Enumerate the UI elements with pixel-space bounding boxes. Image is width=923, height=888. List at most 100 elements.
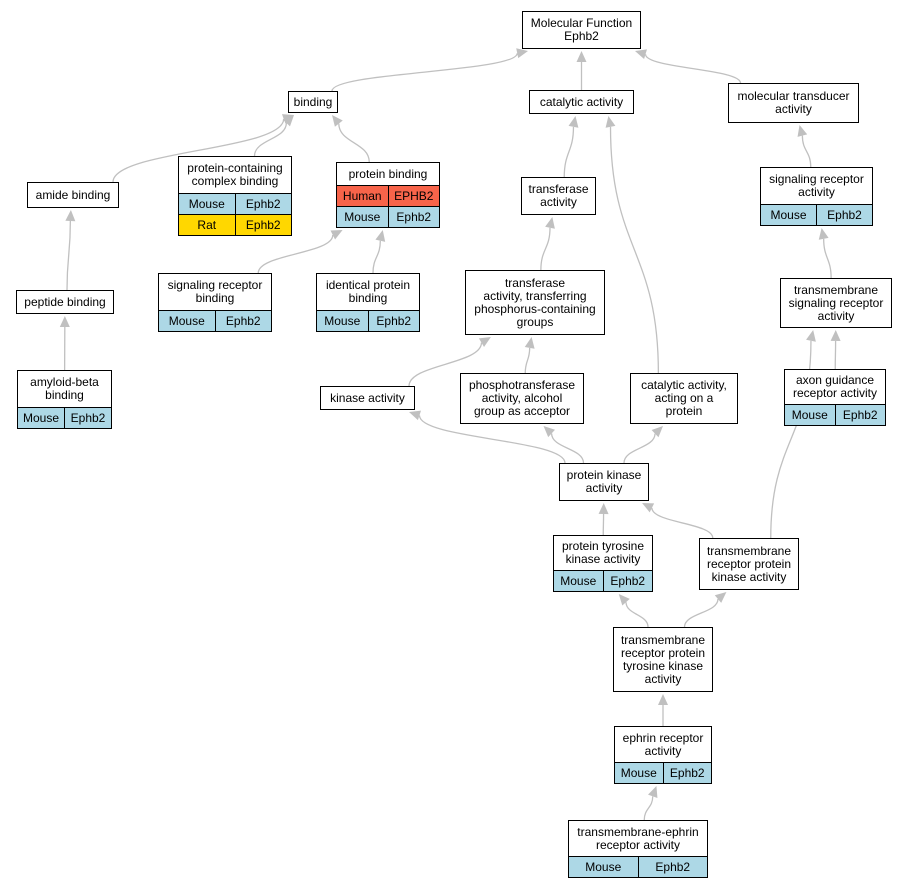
arrowhead [65,210,76,222]
arrowhead [830,330,841,342]
arrowhead [478,337,491,347]
go-term-kinase[interactable]: kinase activity [320,386,415,410]
arrowhead [59,316,70,328]
go-term-pka[interactable]: protein kinase activity [559,463,649,501]
arrowhead [332,115,343,127]
go-term-mf[interactable]: Molecular Function Ephb2 [522,11,641,49]
species-cell: Mouse [585,860,622,874]
term-label: protein tyrosine kinase activity [561,539,645,566]
arrowhead [714,592,727,603]
edge-trptk-to-ptk [625,602,649,628]
go-term-catprot[interactable]: catalytic activity, acting on a protein [630,373,738,424]
term-label: phosphotransferase activity, alcohol gro… [468,378,576,418]
term-label: ephrin receptor activity [622,730,704,758]
gene-cell: Ephb2 [234,194,292,214]
go-term-phosphotrans[interactable]: phosphotransferase activity, alcohol gro… [460,373,584,424]
gene-cell: EPHB2 [387,186,440,206]
annotation-row: Mouse Ephb2 [317,310,419,331]
term-label: Molecular Function Ephb2 [530,16,633,43]
term-label: catalytic activity [539,94,624,109]
term-label: protein-containing complex binding [187,161,283,188]
species-cell: Mouse [324,314,361,328]
term-label: signaling receptor activity [769,172,864,199]
go-term-moltrans[interactable]: molecular transducer activity [728,83,859,123]
go-term-trpk[interactable]: transmembrane receptor protein kinase ac… [699,538,799,590]
edge-tmsig-to-sigrec_mt [823,238,832,279]
term-label: axon guidance receptor activity [792,373,878,400]
edge-pcc-to-binding [253,122,288,157]
annotation-row: Human EPHB2 [337,185,439,206]
gene-cell: Ephb2 [367,311,420,331]
term-label: amide binding [35,187,111,202]
gene-cell: Ephb2 [214,311,272,331]
edge-phosphotrans-to-transphos [524,347,531,374]
term-label: kinase activity [330,390,405,405]
go-term-transferase[interactable]: transferase activity [521,177,596,215]
annotation-row: Mouse Ephb2 [761,204,872,225]
go-term-amide[interactable]: amide binding [27,182,119,208]
term-label: transmembrane signaling receptor activit… [788,282,884,323]
go-term-peptide[interactable]: peptide binding [16,290,114,314]
arrowhead [545,217,555,229]
gene-cell: Ephb2 [637,857,708,877]
go-term-trptk[interactable]: transmembrane receptor protein tyrosine … [613,627,713,692]
species-cell: Mouse [168,314,205,328]
term-label: binding [293,94,333,109]
term-label: transferase activity [528,182,589,209]
arrowhead [658,694,668,705]
arrowhead [605,116,616,128]
species-cell: Human [342,189,382,203]
annotation-row: Mouse Ephb2 [159,310,271,331]
edge-pka-to-phosphotrans [550,433,585,464]
term-label: protein kinase activity [566,468,642,495]
arrowhead [598,503,609,515]
species-cell: Mouse [791,408,828,422]
edge-transphos-to-transferase [540,227,551,271]
arrowhead [818,228,829,240]
go-term-catalytic[interactable]: catalytic activity [529,90,634,114]
species-cell: Mouse [22,411,60,425]
edge-trptk-to-trpk [683,598,719,628]
term-label: protein binding [348,166,428,181]
arrowhead [568,116,579,128]
edge-tmephrin-to-ephrin [643,796,654,821]
term-label: signaling receptor binding [167,278,263,305]
go-term-transphos[interactable]: transferase activity, transferring phosp… [465,270,605,335]
arrowhead [375,230,386,242]
annotation-row: Rat Ephb2 [179,214,291,235]
arrowhead [516,48,528,59]
arrowhead [651,426,663,438]
arrowhead [648,786,658,799]
gene-cell: Ephb2 [834,405,886,425]
go-term-binding[interactable]: binding [288,91,338,113]
gene-cell: Ephb2 [234,215,292,235]
term-label: catalytic activity, acting on a protein [641,378,727,418]
gene-cell: Ephb2 [662,763,712,783]
species-cell: Mouse [770,208,807,222]
term-label: peptide binding [24,294,106,309]
species-cell: Mouse [620,766,657,780]
species-cell: Mouse [560,574,597,588]
go-term-tmsig[interactable]: transmembrane signaling receptor activit… [780,278,892,328]
arrowhead [797,125,808,137]
annotation-row: Mouse Ephb2 [785,404,885,425]
species-cell: Rat [197,218,217,232]
gene-cell: Ephb2 [64,408,111,428]
edge-identical-to-protbind [372,240,381,274]
edge-peptide-to-amide [66,220,72,291]
edge-trpk-to-pka [651,507,714,539]
term-label: amyloid-beta binding [30,375,99,402]
term-label: transferase activity, transferring phosp… [474,275,596,329]
gene-cell: Ephb2 [816,205,872,225]
